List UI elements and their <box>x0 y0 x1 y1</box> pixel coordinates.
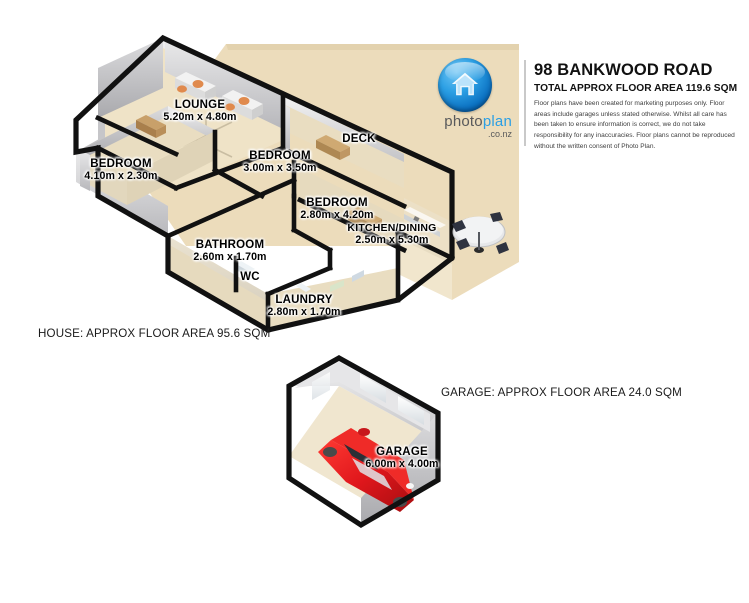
total-area-text: TOTAL APPROX FLOOR AREA 119.6 SQM <box>534 83 738 94</box>
logo-circle <box>438 58 492 112</box>
logo-word-photo: photo <box>444 113 483 130</box>
house-icon <box>451 72 479 96</box>
header-block: photoplan .co.nz 98 BANKWOOD ROAD TOTAL … <box>420 58 740 154</box>
patio-table <box>452 212 509 254</box>
garage-block <box>286 355 441 529</box>
wall-outline <box>73 34 455 333</box>
house-block <box>73 34 456 333</box>
garage-area-caption: GARAGE: APPROX FLOOR AREA 24.0 SQM <box>441 386 682 399</box>
logo-gloss <box>445 62 485 82</box>
disclaimer-text: Floor plans have been created for market… <box>534 100 735 150</box>
logo-wordmark: photoplan <box>420 114 512 129</box>
wall-interior <box>94 93 456 333</box>
header-divider <box>524 60 526 146</box>
house-area-caption: HOUSE: APPROX FLOOR AREA 95.6 SQM <box>38 327 271 340</box>
photoplan-logo: photoplan .co.nz <box>420 58 512 150</box>
logo-word-plan: plan <box>482 113 512 130</box>
logo-domain: .co.nz <box>487 129 512 139</box>
page-title: 98 BANKWOOD ROAD <box>534 61 713 79</box>
